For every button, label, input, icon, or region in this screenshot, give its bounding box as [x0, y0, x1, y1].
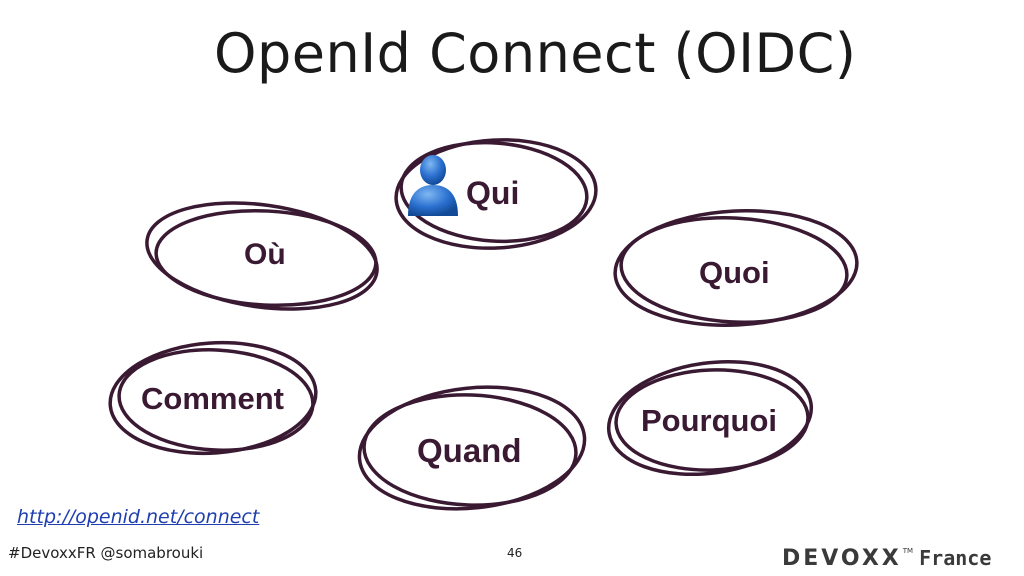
bubble-outline-quand — [357, 385, 587, 511]
bubble-outline-qui — [394, 138, 598, 250]
bubble-outline-pourquoi — [606, 359, 814, 477]
bubble-label-ou: Où — [244, 238, 286, 271]
page-number: 46 — [507, 546, 523, 560]
logo-main-text: DEVOXX — [782, 546, 902, 571]
user-icon — [408, 155, 458, 216]
logo-tm-text: TM — [902, 547, 914, 555]
logo-sub-text: France — [919, 546, 992, 570]
bubble-outline-comment — [108, 340, 318, 456]
bubble-label-pourquoi: Pourquoi — [641, 403, 778, 438]
footer-hashtag: #DevoxxFR @somabrouki — [8, 544, 204, 562]
bubble-outline-quoi — [613, 208, 859, 328]
bubble-label-comment: Comment — [141, 381, 284, 416]
bubble-label-qui: Qui — [466, 175, 520, 211]
bubble-label-quand: Quand — [417, 432, 522, 469]
devoxx-france-logo: DEVOXX TM France — [782, 546, 991, 571]
page-title: OpenId Connect (OIDC) — [214, 22, 857, 85]
bubble-label-quoi: Quoi — [699, 255, 770, 290]
bubble-outline-ou — [145, 201, 379, 311]
openid-connect-link[interactable]: http://openid.net/connect — [17, 506, 260, 528]
